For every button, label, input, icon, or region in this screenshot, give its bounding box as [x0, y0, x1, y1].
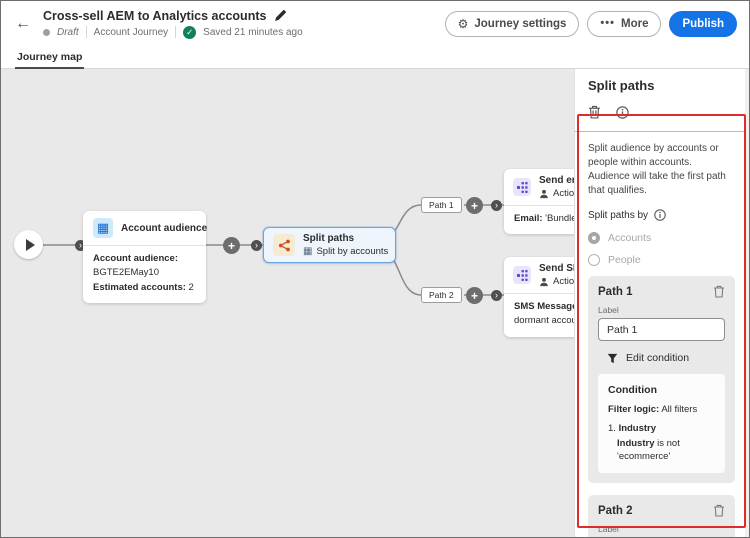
account-audience-node[interactable]: ▦ Account audience Account audience: BGT…	[83, 211, 208, 303]
radio-accounts: Accounts	[588, 232, 735, 244]
draft-status-dot	[43, 28, 50, 36]
path-card-title: Path 2	[598, 504, 633, 517]
send-email-node[interactable]: Send email Action on p Email: 'Bundle pr…	[504, 169, 574, 235]
person-icon	[540, 277, 548, 286]
more-button[interactable]: ••• More	[587, 10, 662, 37]
chevron-connector-icon: ›	[75, 240, 86, 251]
node-title: Account audience	[121, 222, 208, 234]
path2-card: Path 2 Label Edit condition Condition Fi…	[588, 495, 735, 537]
add-node-button[interactable]: +	[466, 197, 483, 214]
accounts-icon: ▦	[303, 245, 313, 257]
filter-icon	[607, 353, 618, 363]
publish-button[interactable]: Publish	[669, 10, 737, 37]
node-details: Account audience: BGTE2EMay10 Estimated …	[93, 253, 194, 293]
add-node-button[interactable]: +	[223, 237, 240, 254]
delete-path-button[interactable]	[713, 285, 725, 298]
path-card-title: Path 1	[598, 285, 633, 298]
divider	[575, 131, 749, 132]
add-node-button[interactable]: +	[466, 287, 483, 304]
page-title: Cross-sell AEM to Analytics accounts	[43, 8, 267, 23]
radio-unselected-icon	[588, 254, 600, 266]
condition-summary: Condition Filter logic: All filters 1. I…	[598, 374, 725, 474]
person-icon	[540, 189, 548, 198]
journey-settings-button[interactable]: ⚙ Journey settings	[444, 10, 580, 37]
path2-edge-label: Path 2	[421, 287, 462, 304]
action-icon	[513, 266, 531, 284]
action-icon	[513, 178, 531, 196]
account-audience-icon: ▦	[93, 218, 113, 238]
send-sms-node[interactable]: Send SMS Action on p SMS Message: 'Engag…	[504, 257, 574, 337]
divider	[85, 26, 87, 38]
split-icon	[273, 234, 295, 256]
node-subtitle: ▦ Split by accounts	[303, 245, 389, 257]
journey-canvas[interactable]: › ▦ Account audience Account audience: B…	[1, 69, 574, 537]
header: ← Cross-sell AEM to Analytics accounts D…	[1, 1, 749, 46]
label-field-caption: Label	[598, 305, 619, 315]
chevron-connector-icon: ›	[251, 240, 262, 251]
node-details: Email: 'Bundle promo	[514, 213, 574, 224]
trash-icon	[714, 505, 724, 517]
play-icon	[25, 238, 35, 251]
delete-node-button[interactable]	[588, 105, 601, 119]
node-subtitle: Action on p	[539, 188, 574, 199]
header-actions: ⚙ Journey settings ••• More Publish	[444, 10, 737, 37]
divider	[175, 26, 177, 38]
back-button[interactable]: ←	[11, 12, 35, 36]
node-subtitle: Action on p	[539, 276, 574, 287]
info-icon	[616, 105, 629, 119]
journey-type-label: Account Journey	[93, 26, 169, 38]
tab-bar: Journey map	[1, 46, 749, 69]
split-paths-node[interactable]: Split paths ▦ Split by accounts	[263, 227, 396, 263]
divider	[504, 205, 574, 206]
content: › ▦ Account audience Account audience: B…	[1, 69, 749, 537]
chevron-connector-icon: ›	[491, 290, 502, 301]
node-details: SMS Message: 'Engag dormant account con	[514, 301, 574, 327]
status-badge: Draft	[57, 26, 79, 38]
split-paths-config-panel: Split paths Split audience by accounts o…	[574, 69, 749, 537]
edge-lines	[42, 204, 506, 296]
node-title: Send email	[539, 175, 574, 186]
title-block: Cross-sell AEM to Analytics accounts Dra…	[43, 9, 445, 39]
path1-card: Path 1 Label Edit condition Condition Fi…	[588, 276, 735, 484]
path1-label-input[interactable]	[598, 318, 725, 341]
path1-edge-label: Path 1	[421, 197, 462, 214]
radio-selected-icon	[588, 232, 600, 244]
saved-check-icon: ✓	[183, 25, 197, 39]
info-button[interactable]	[616, 105, 629, 119]
tab-journey-map[interactable]: Journey map	[15, 51, 85, 69]
label-field-caption: Label	[598, 524, 619, 535]
edit-condition-button[interactable]: Edit condition	[607, 352, 689, 364]
node-title: Split paths	[303, 233, 355, 244]
trash-icon	[714, 285, 724, 298]
radio-people: People	[588, 254, 735, 266]
split-description: Split audience by accounts or people wit…	[588, 143, 726, 196]
node-title: Send SMS	[539, 263, 574, 274]
chevron-connector-icon: ›	[491, 200, 502, 211]
info-icon[interactable]	[654, 209, 666, 221]
more-icon: •••	[600, 17, 615, 29]
panel-scrollbar[interactable]	[745, 69, 749, 537]
trash-icon	[589, 105, 600, 119]
journey-start-button[interactable]	[14, 230, 43, 259]
divider	[83, 245, 206, 246]
split-paths-by-label: Split paths by	[588, 209, 649, 221]
edit-title-icon[interactable]	[274, 9, 287, 22]
saved-status-text: Saved 21 minutes ago	[203, 26, 303, 38]
gear-icon: ⚙	[457, 16, 469, 31]
panel-title: Split paths	[588, 78, 655, 93]
delete-path-button[interactable]	[713, 504, 725, 517]
divider	[504, 293, 574, 294]
